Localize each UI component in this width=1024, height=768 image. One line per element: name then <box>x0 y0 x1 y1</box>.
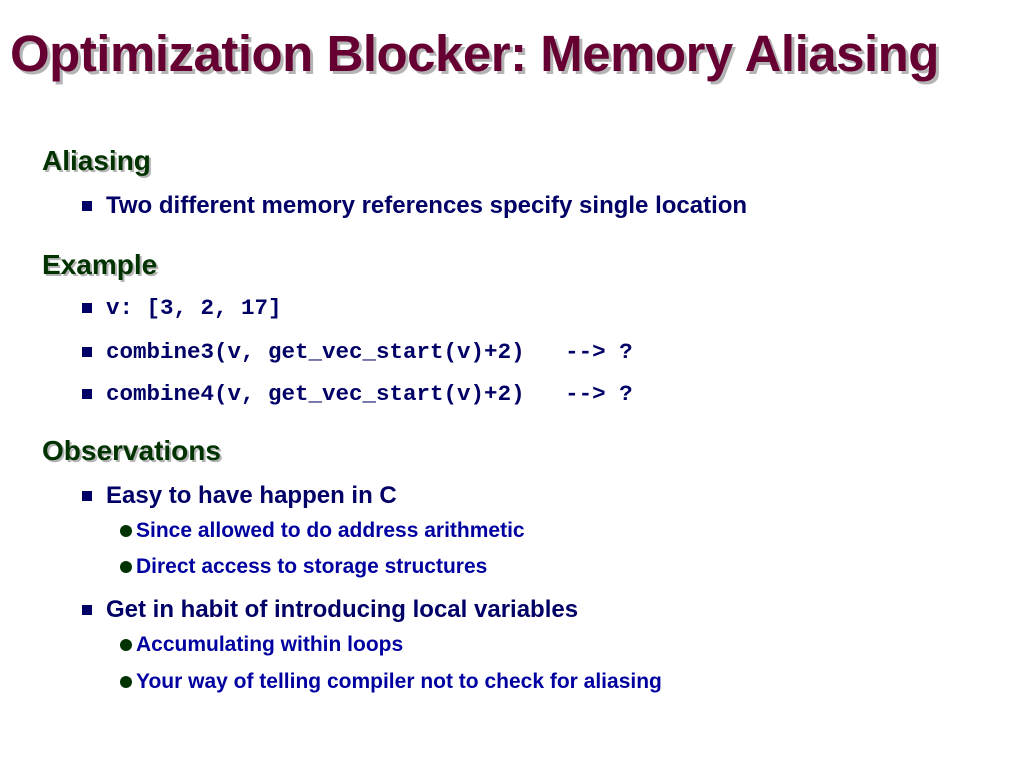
square-bullet-icon <box>82 491 92 501</box>
round-bullet-icon <box>120 560 132 573</box>
square-bullet-icon <box>82 389 92 400</box>
sub-bullet-text: Direct access to storage structures <box>136 555 488 578</box>
sub-bullet-storage-access: Direct access to storage structures <box>120 556 487 577</box>
bullet-text: Two different memory references specify … <box>106 192 748 219</box>
round-bullet-icon <box>120 638 132 651</box>
sub-bullet-text: Since allowed to do address arithmetic <box>136 519 525 542</box>
square-bullet-icon <box>82 347 92 358</box>
bullet-item-easy-in-c: Easy to have happen in C <box>82 484 397 508</box>
code-item-combine3: combine3(v, get_vec_start(v)+2) --> ? <box>82 341 633 364</box>
sub-bullet-text: Your way of telling compiler not to chec… <box>136 670 662 693</box>
code-text: combine4(v, get_vec_start(v)+2) --> ? <box>106 381 633 407</box>
code-text: v: [3, 2, 17] <box>106 295 282 321</box>
heading-aliasing: Aliasing <box>42 145 151 176</box>
sub-bullet-text: Accumulating within loops <box>136 633 404 656</box>
heading-observations: Observations <box>42 435 221 466</box>
code-item-combine4: combine4(v, get_vec_start(v)+2) --> ? <box>82 383 633 406</box>
sub-bullet-address-arithmetic: Since allowed to do address arithmetic <box>120 520 525 541</box>
code-text: combine3(v, get_vec_start(v)+2) --> ? <box>106 339 633 365</box>
heading-example: Example <box>42 249 158 280</box>
sub-bullet-telling-compiler: Your way of telling compiler not to chec… <box>120 671 662 692</box>
code-item-vector: v: [3, 2, 17] <box>82 297 282 320</box>
square-bullet-icon <box>82 303 92 314</box>
square-bullet-icon <box>82 605 92 615</box>
bullet-item-aliasing-definition: Two different memory references specify … <box>82 194 747 218</box>
sub-bullet-accumulating-loops: Accumulating within loops <box>120 634 403 655</box>
bullet-item-local-variables: Get in habit of introducing local variab… <box>82 598 578 622</box>
slide-title: Optimization Blocker: Memory Aliasing <box>10 25 939 82</box>
round-bullet-icon <box>120 524 132 537</box>
bullet-text: Easy to have happen in C <box>106 482 397 509</box>
square-bullet-icon <box>82 201 92 211</box>
bullet-text: Get in habit of introducing local variab… <box>106 596 579 623</box>
round-bullet-icon <box>120 675 132 688</box>
